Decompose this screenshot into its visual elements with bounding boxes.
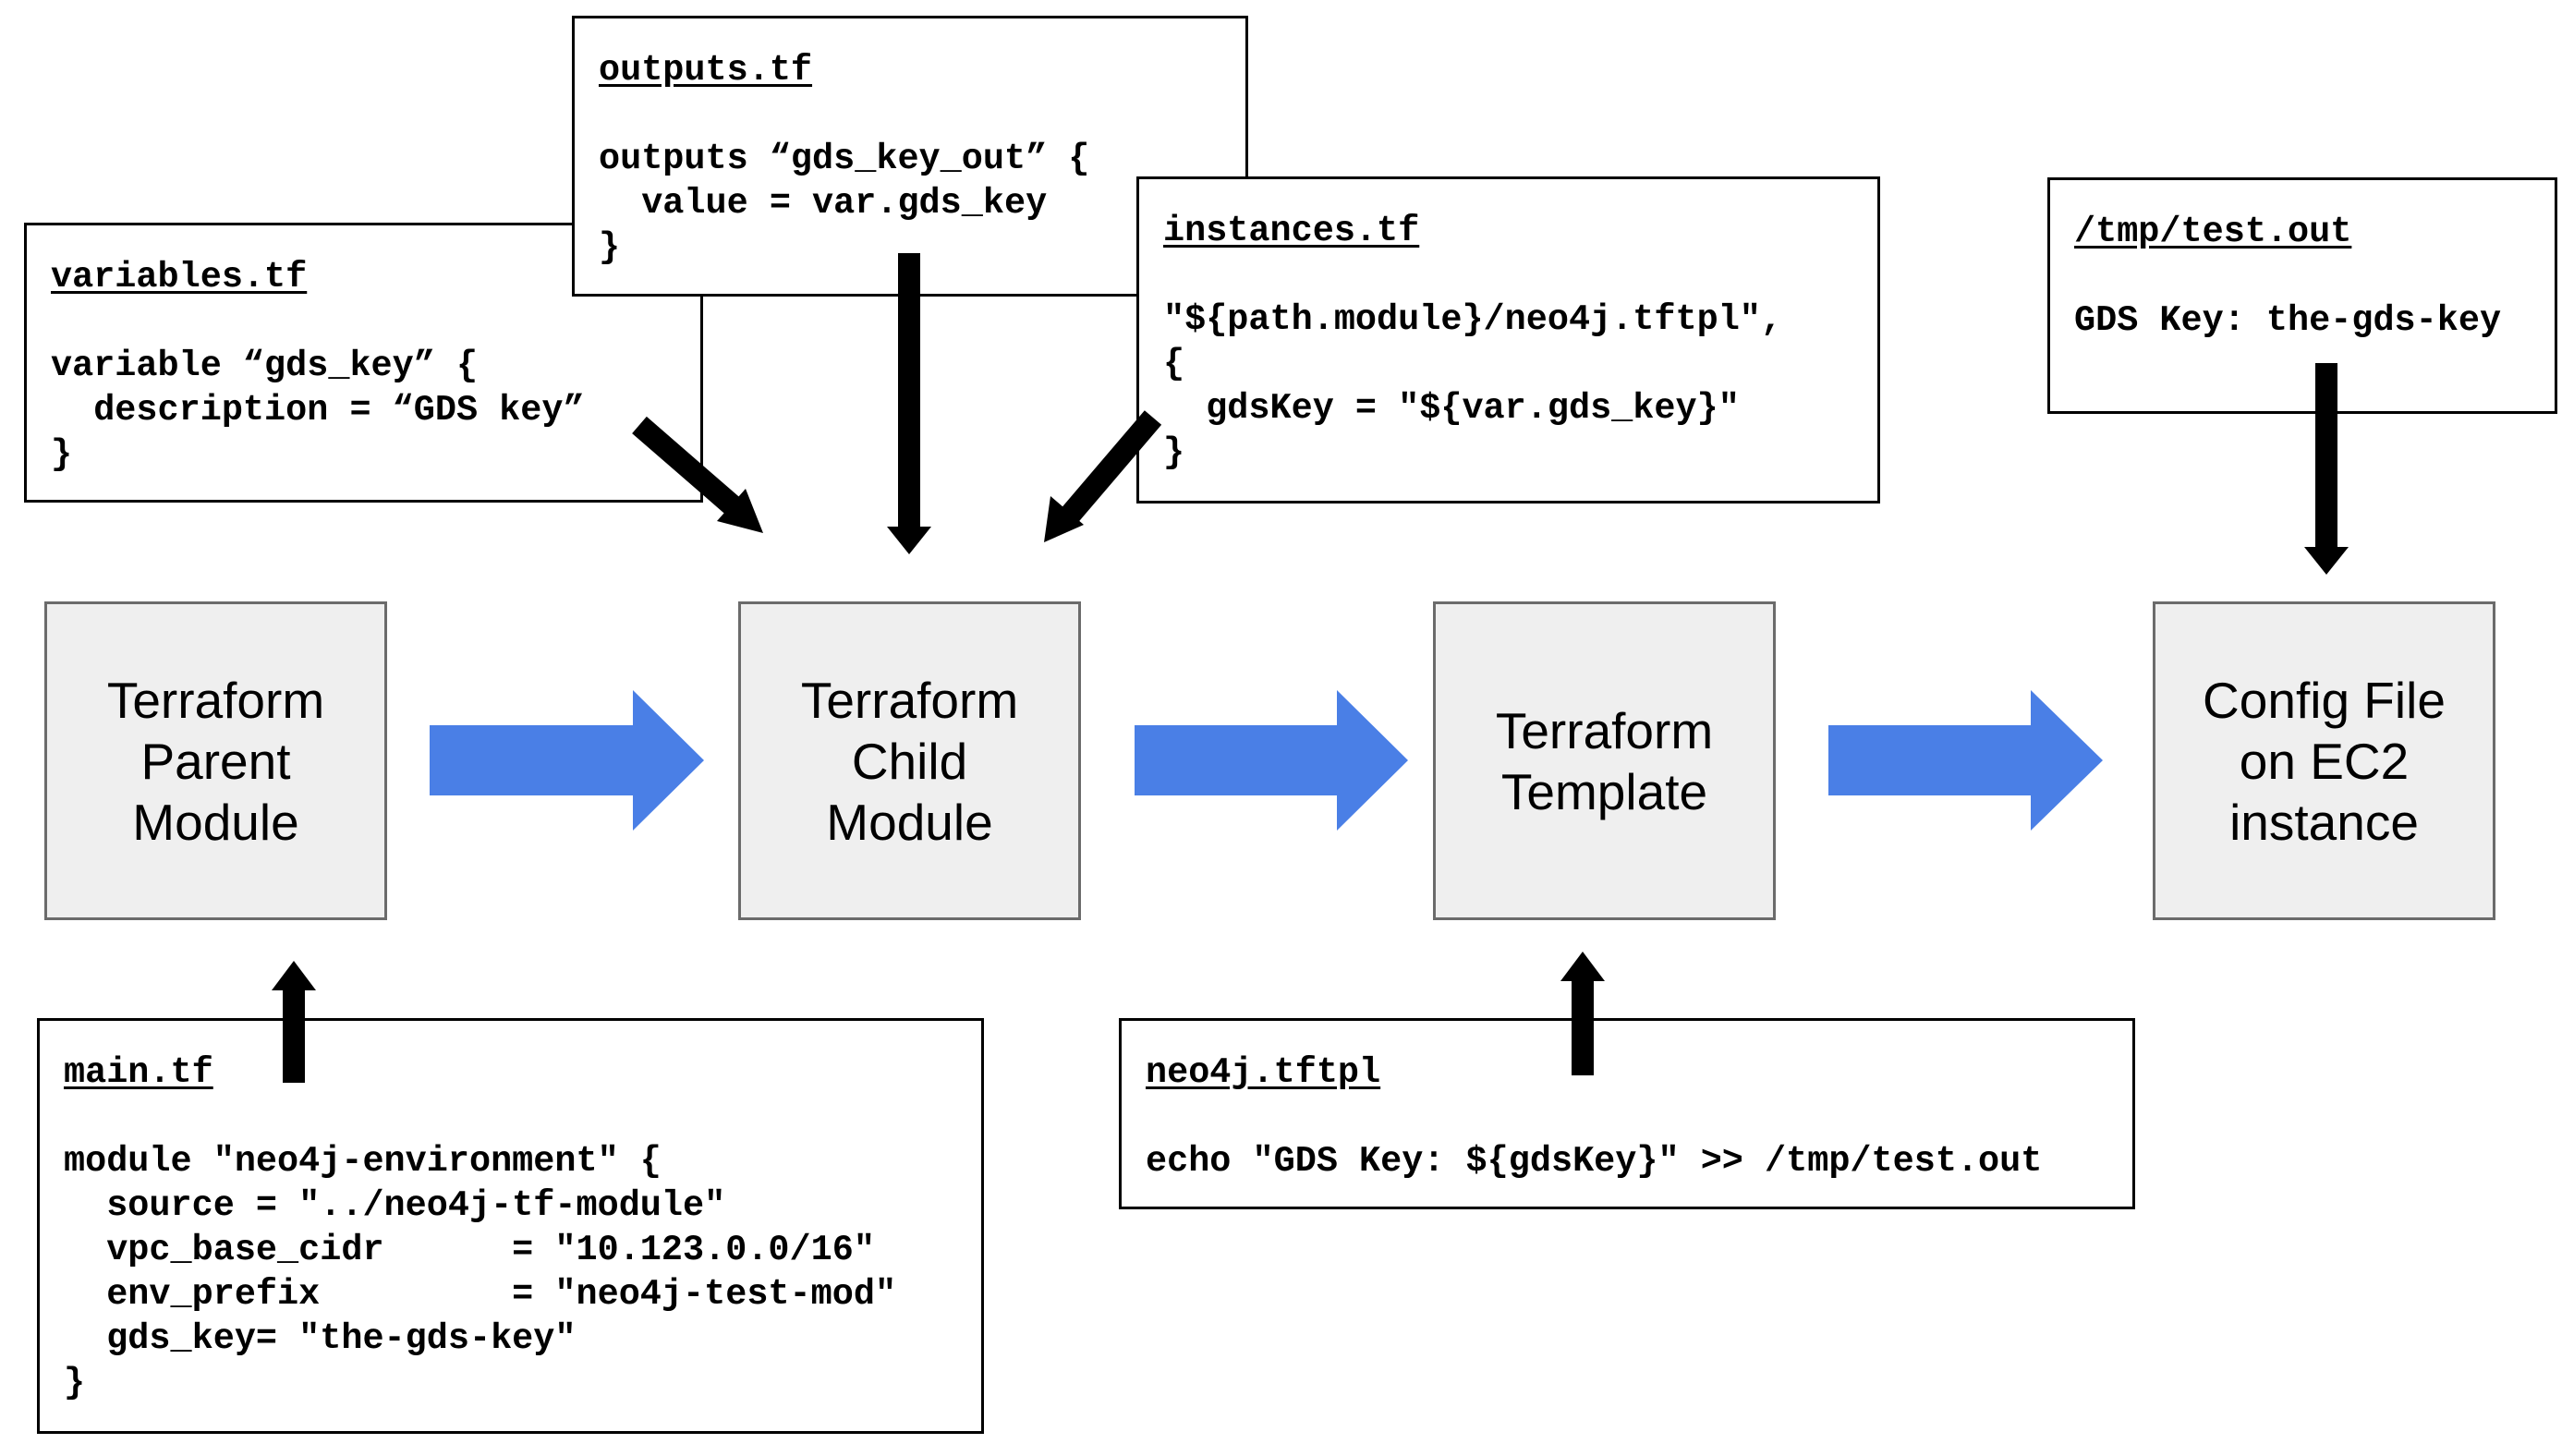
code-box-neo4j-tftpl: neo4j.tftpl echo "GDS Key: ${gdsKey}" >>… bbox=[1119, 1018, 2135, 1209]
module-label-line: Template bbox=[1500, 762, 1708, 820]
module-label-line: Terraform bbox=[800, 671, 1019, 729]
file-name-main-tf: main.tf bbox=[64, 1052, 213, 1093]
module-label-line: instance bbox=[2229, 793, 2419, 851]
file-name-instances-tf: instances.tf bbox=[1163, 211, 1420, 251]
file-name-variables-tf: variables.tf bbox=[51, 257, 308, 297]
code-instances-tf: "${path.module}/neo4j.tftpl", { gdsKey =… bbox=[1163, 299, 1783, 473]
module-label-line: Parent bbox=[140, 732, 291, 790]
file-name-test-out: /tmp/test.out bbox=[2074, 212, 2352, 252]
flow-arrow-child-to-template bbox=[1135, 690, 1408, 831]
code-test-out: GDS Key: the-gds-key bbox=[2074, 300, 2502, 341]
module-label-line: Child bbox=[851, 732, 968, 790]
module-label-line: on EC2 bbox=[2239, 732, 2410, 790]
code-box-test-out: /tmp/test.out GDS Key: the-gds-key bbox=[2047, 177, 2557, 414]
module-label-line: Terraform bbox=[1495, 701, 1714, 759]
module-label-line: Terraform bbox=[106, 671, 325, 729]
module-label-line: Module bbox=[826, 793, 993, 851]
config-file-box: Config File on EC2 instance bbox=[2153, 601, 2495, 920]
file-name-neo4j-tftpl: neo4j.tftpl bbox=[1146, 1052, 1381, 1093]
module-label-line: Config File bbox=[2203, 671, 2446, 729]
code-outputs-tf: outputs “gds_key_out” { value = var.gds_… bbox=[599, 139, 1090, 268]
code-variables-tf: variable “gds_key” { description = “GDS … bbox=[51, 346, 585, 475]
module-label-line: Module bbox=[132, 793, 299, 851]
code-box-main-tf: main.tf module "neo4j-environment" { sou… bbox=[37, 1018, 984, 1434]
code-neo4j-tftpl: echo "GDS Key: ${gdsKey}" >> /tmp/test.o… bbox=[1146, 1141, 2043, 1182]
flow-arrow-template-to-config bbox=[1828, 690, 2103, 831]
code-main-tf: module "neo4j-environment" { source = ".… bbox=[64, 1141, 897, 1403]
code-box-outputs-tf: outputs.tf outputs “gds_key_out” { value… bbox=[572, 16, 1248, 297]
code-box-instances-tf: instances.tf "${path.module}/neo4j.tftpl… bbox=[1136, 176, 1880, 504]
file-name-outputs-tf: outputs.tf bbox=[599, 50, 813, 91]
terraform-parent-module-box: Terraform Parent Module bbox=[44, 601, 387, 920]
flow-arrow-parent-to-child bbox=[430, 690, 704, 831]
arrow-outputs-to-child bbox=[887, 253, 931, 554]
terraform-template-box: Terraform Template bbox=[1433, 601, 1776, 920]
terraform-child-module-box: Terraform Child Module bbox=[738, 601, 1081, 920]
